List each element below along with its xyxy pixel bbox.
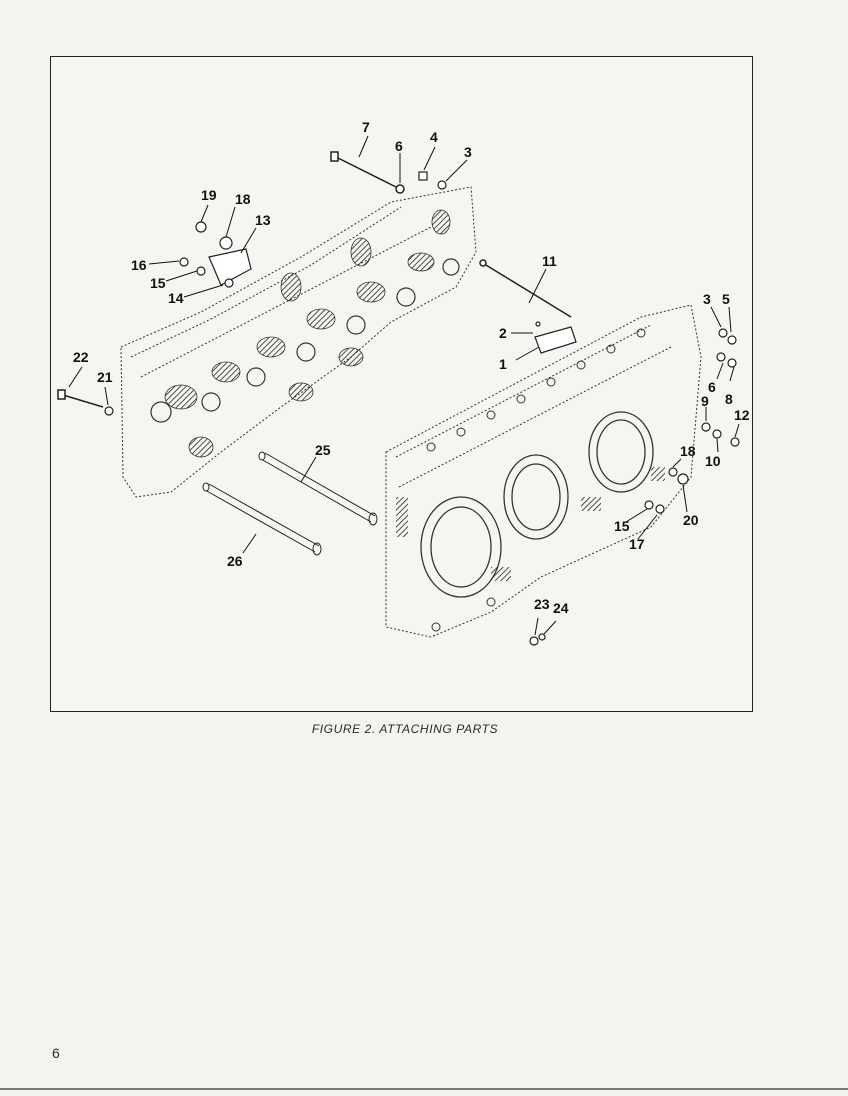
callout-25: 25 [315,442,331,458]
figure-caption: FIGURE 2. ATTACHING PARTS [311,722,499,736]
right-crankcase-half [385,304,702,638]
callout-11: 11 [542,253,557,269]
callout-26: 26 [227,553,243,569]
rod-11 [479,259,572,318]
callout-13: 13 [255,212,271,228]
page-number: 6 [52,1045,60,1061]
figure-frame: 7 6 4 3 19 18 13 16 15 14 11 2 1 22 21 2… [50,56,753,712]
callout-4: 4 [430,129,438,145]
cylinder-bores [420,411,654,598]
callout-15: 15 [150,275,166,291]
right-crankcase-bolt-holes [426,328,646,632]
callout-6: 6 [395,138,403,154]
left-crankcase-bearing-bosses [150,258,460,423]
callout-labels: 7 6 4 3 19 18 13 16 15 14 11 2 1 22 21 2… [73,119,750,616]
callout-3-right: 3 [703,291,711,307]
callout-21: 21 [97,369,113,385]
left-crankcase-half [120,186,477,498]
callout-3: 3 [464,144,472,160]
through-stud-26 [202,482,322,556]
callout-8: 8 [725,391,733,407]
callout-22: 22 [73,349,89,365]
callout-20: 20 [683,512,699,528]
left-crankcase-shading [164,209,451,458]
bolt-7 [330,151,405,194]
callout-1: 1 [499,356,507,372]
right-crankcase-shading [396,467,665,581]
callout-16: 16 [131,257,147,273]
callout-24: 24 [553,600,569,616]
exploded-view-drawing: 7 6 4 3 19 18 13 16 15 14 11 2 1 22 21 2… [57,119,750,646]
bolt-22 [57,389,104,408]
callout-10: 10 [705,453,721,469]
callout-5: 5 [722,291,730,307]
callout-6-right: 6 [708,379,716,395]
callout-17: 17 [629,536,645,552]
callout-19: 19 [201,187,217,203]
callout-14: 14 [168,290,184,306]
callout-7: 7 [362,119,370,135]
callout-15-right: 15 [614,518,630,534]
callout-2: 2 [499,325,507,341]
callout-18-right: 18 [680,443,696,459]
callout-9: 9 [701,393,709,409]
callout-23: 23 [534,596,550,612]
small-hardware [104,171,740,646]
through-stud-25 [258,451,378,526]
callout-18: 18 [235,191,251,207]
callout-12: 12 [734,407,750,423]
page-bottom-edge [0,1088,848,1090]
leader-lines [68,135,740,636]
